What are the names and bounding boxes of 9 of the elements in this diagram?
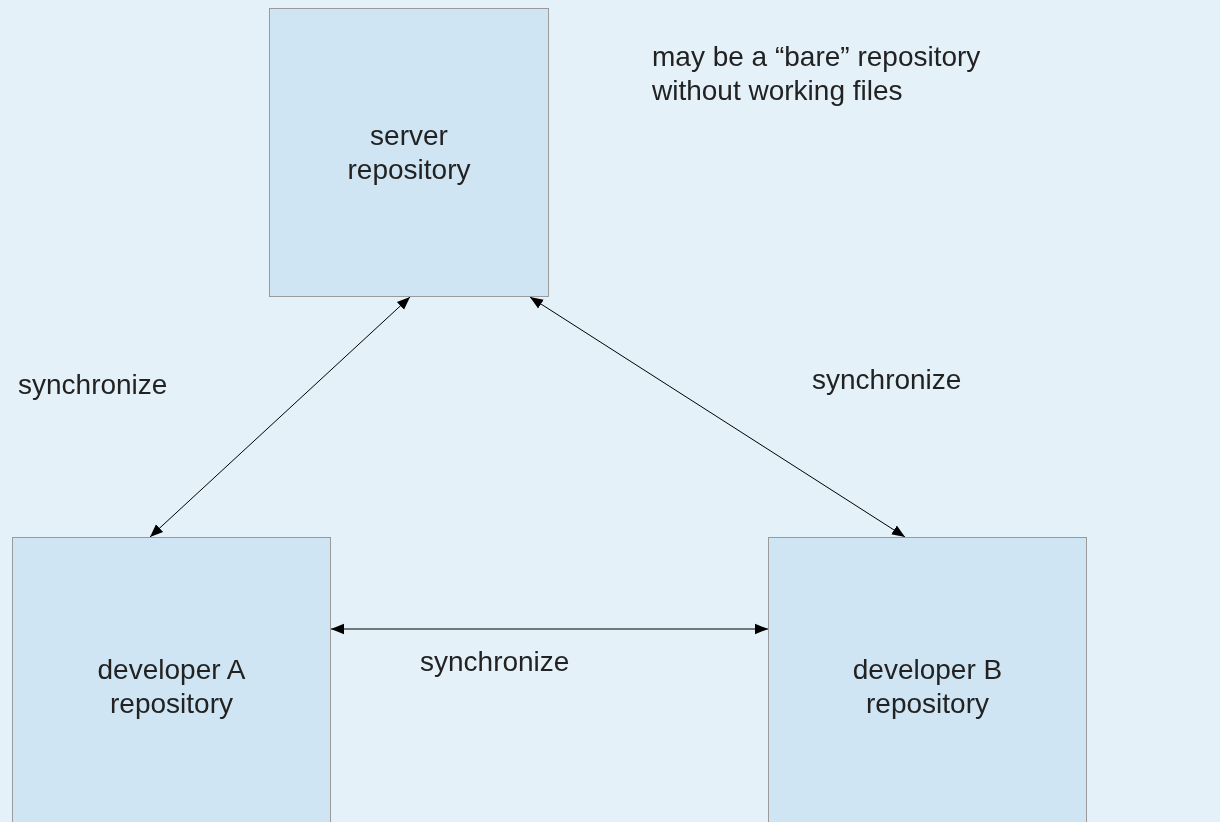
- repository-box: [768, 537, 1087, 822]
- node-label: server repository: [346, 118, 472, 187]
- node-label: developer A repository: [96, 653, 247, 721]
- node-label: developer B repository: [851, 653, 1004, 721]
- repository-box: [269, 8, 549, 297]
- double-arrow: [149, 296, 411, 538]
- double-arrow: [529, 296, 906, 538]
- repository-box: [12, 537, 331, 822]
- double-arrow: [330, 623, 769, 635]
